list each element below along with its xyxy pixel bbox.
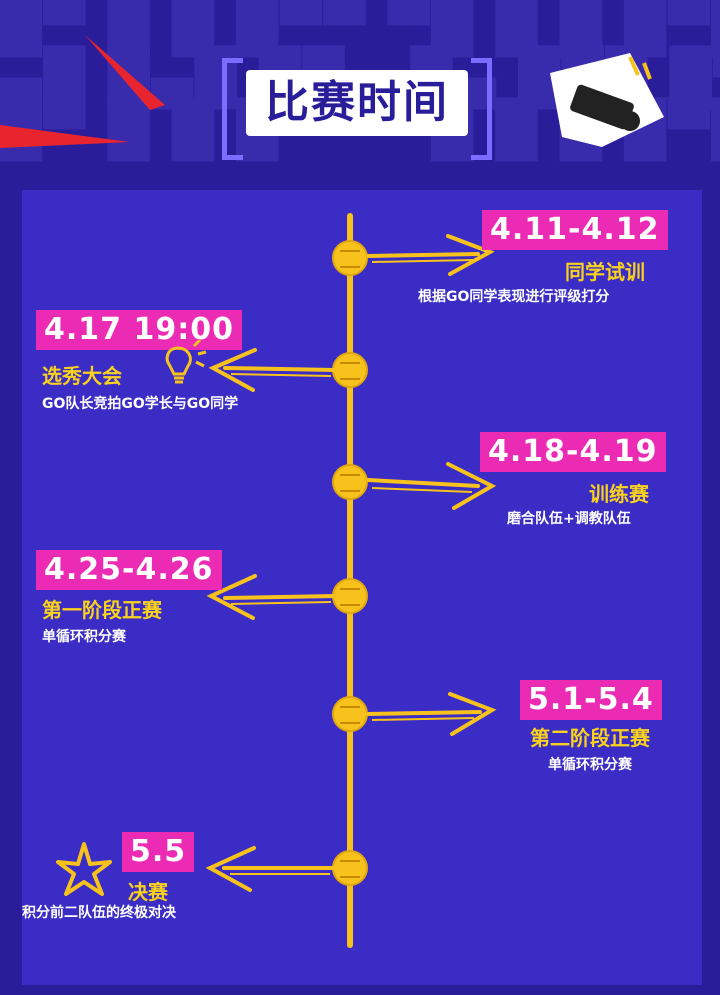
event-date: 5.1-5.4 [520, 680, 662, 720]
title-area: 比赛时间 [222, 58, 492, 160]
event-title: 第一阶段正赛 [42, 598, 162, 622]
timeline-node [332, 578, 368, 614]
event-date: 4.18-4.19 [480, 432, 666, 472]
event-title: 同学试训 [565, 260, 645, 284]
red-brush-stroke [0, 35, 165, 148]
event-description: 根据GO同学表现进行评级打分 [418, 289, 610, 305]
event-description: 单循环积分赛 [42, 629, 126, 645]
event-title: 训练赛 [589, 482, 649, 506]
event-description: 单循环积分赛 [548, 757, 632, 773]
gamepad-sticker-icon [550, 53, 664, 147]
timeline-node [332, 464, 368, 500]
star-icon [56, 842, 112, 896]
timeline-node [332, 352, 368, 388]
page-title: 比赛时间 [265, 77, 449, 128]
arrow-left-icon [206, 574, 337, 620]
timeline-node [332, 240, 368, 276]
timeline-node [332, 696, 368, 732]
event-date: 4.11-4.12 [482, 210, 668, 250]
title-bracket-left [222, 58, 243, 160]
event-title: 选秀大会 [42, 364, 122, 388]
arrow-left-icon [205, 846, 337, 892]
event-description: 积分前二队伍的终极对决 [22, 905, 176, 921]
event-title: 决赛 [128, 880, 168, 904]
event-description: GO队长竞拍GO学长与GO同学 [42, 396, 239, 412]
arrow-left-icon [208, 348, 337, 392]
arrow-right-icon [366, 462, 497, 510]
event-title: 第二阶段正赛 [530, 726, 650, 750]
event-description: 磨合队伍+调教队伍 [507, 511, 631, 527]
arrow-right-icon [366, 234, 495, 276]
event-date: 5.5 [122, 832, 195, 872]
event-date: 4.17 19:00 [36, 310, 242, 350]
title-box [246, 70, 468, 136]
arrow-right-icon [366, 692, 497, 736]
event-date: 4.25-4.26 [36, 550, 222, 590]
lightbulb-icon [165, 340, 207, 384]
timeline-node [332, 850, 368, 886]
title-bracket-right [471, 58, 492, 160]
